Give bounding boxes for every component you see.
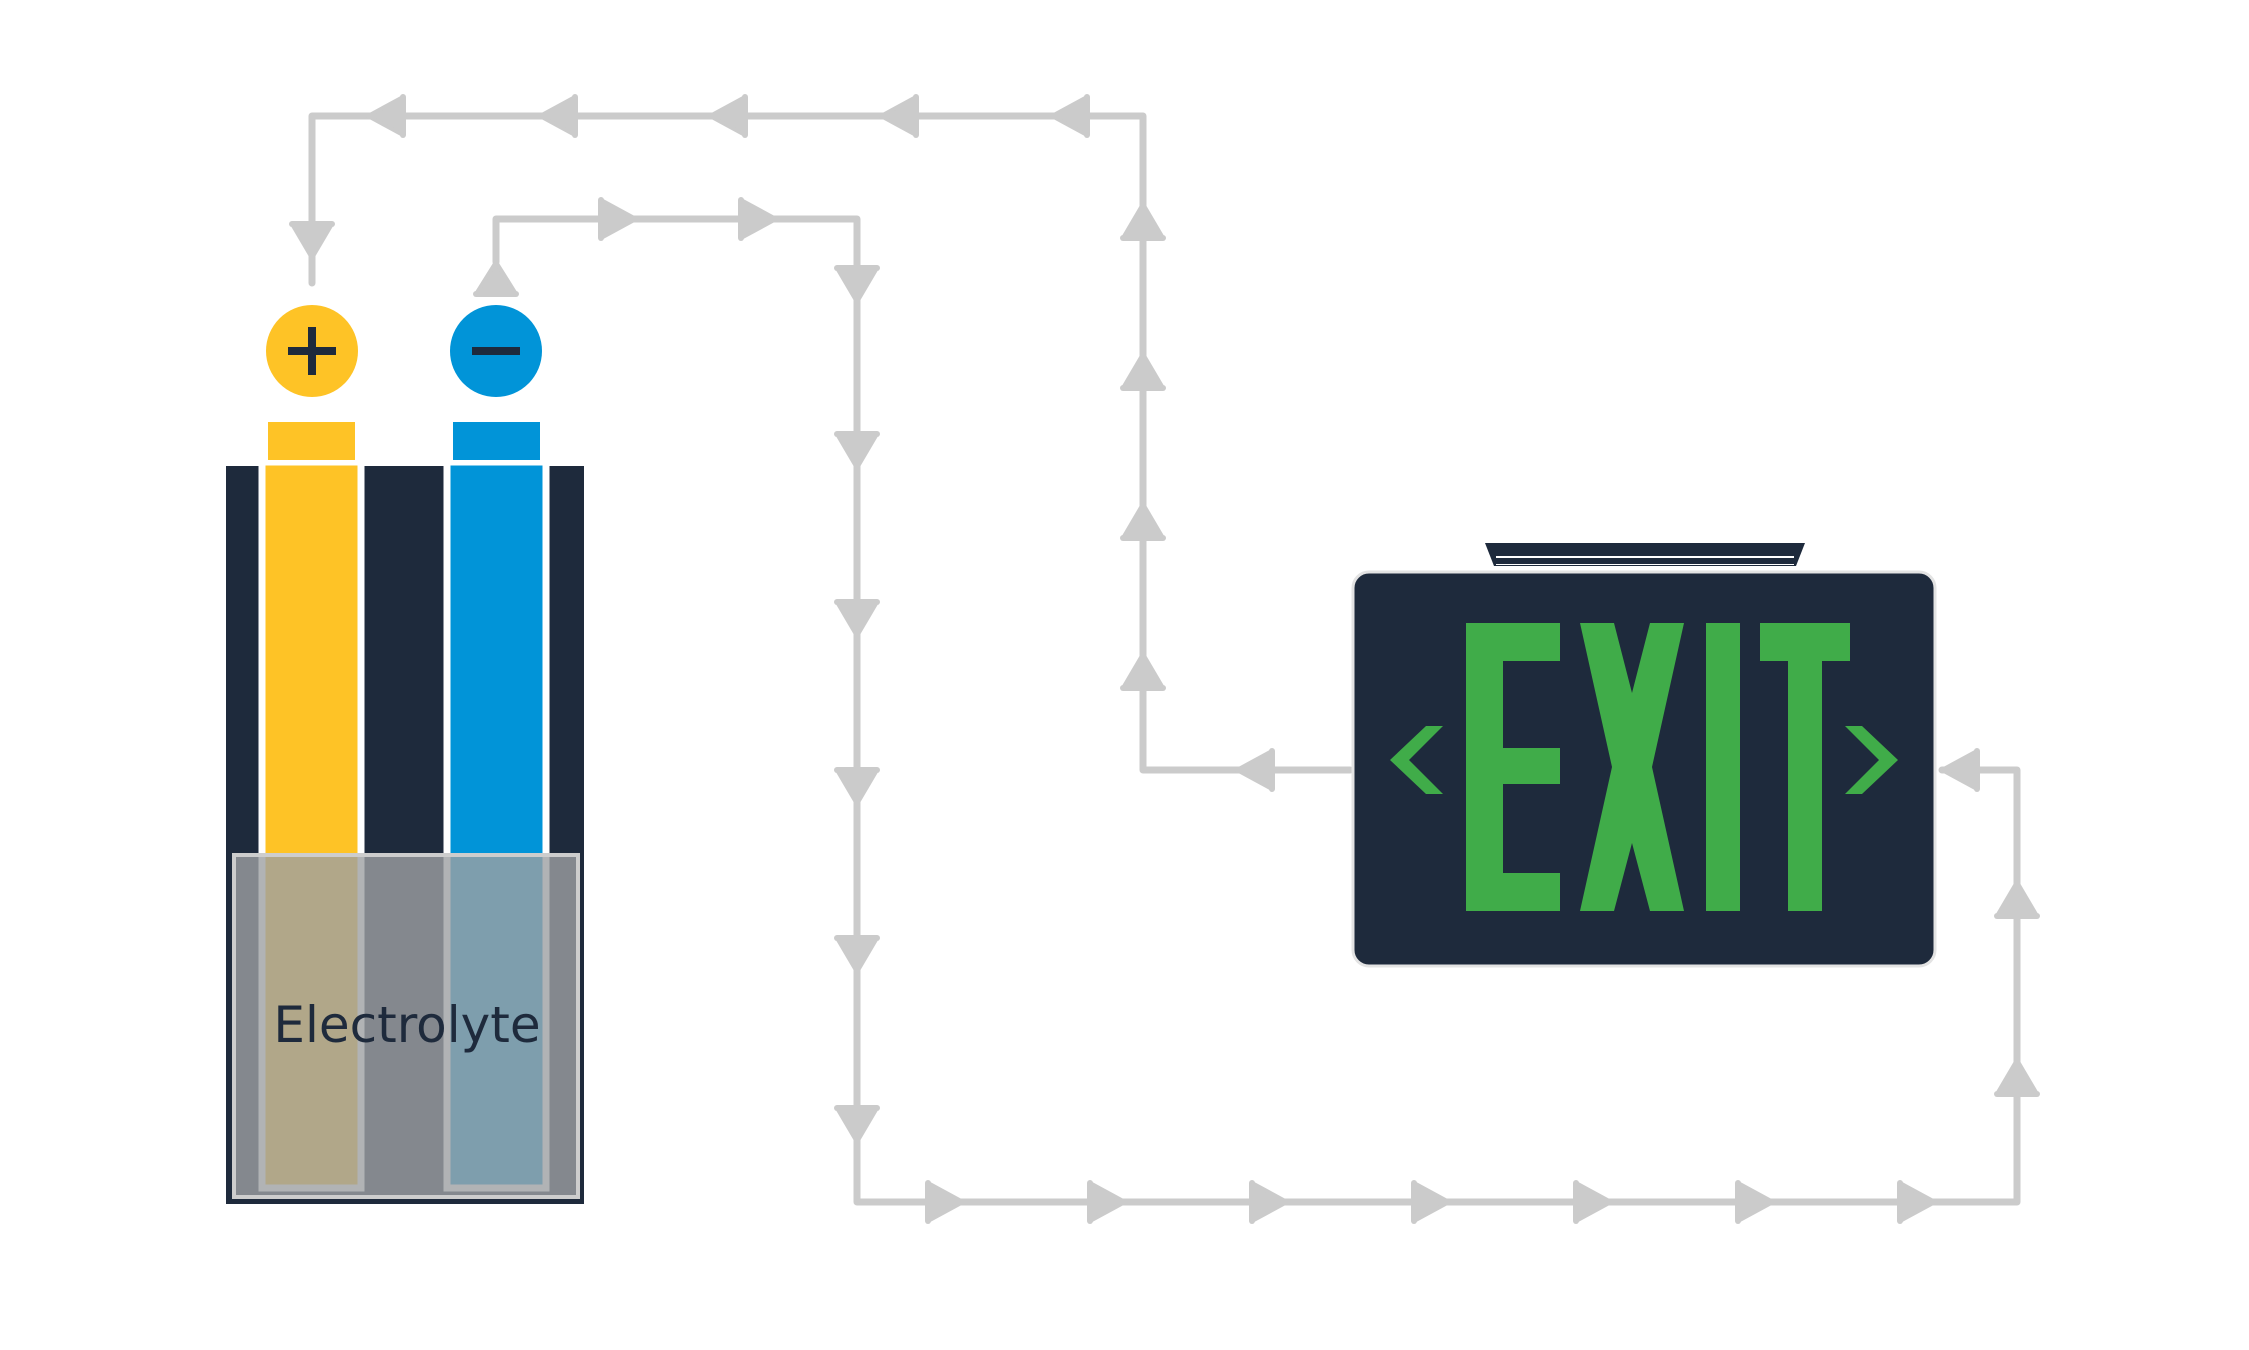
arrow-up-icon bbox=[473, 260, 519, 297]
electrolyte bbox=[232, 853, 580, 1199]
return-wire bbox=[308, 112, 1354, 774]
electrolyte-label: Electrolyte bbox=[273, 996, 540, 1054]
arrow-down-icon bbox=[834, 935, 880, 974]
arrow-right-icon bbox=[738, 197, 778, 241]
arrow-down-icon bbox=[834, 767, 880, 806]
arrow-up-icon bbox=[1120, 202, 1166, 241]
arrow-down-icon bbox=[834, 431, 880, 470]
exit-letter-e bbox=[1466, 623, 1560, 911]
current-flow-arrows bbox=[289, 94, 2040, 1224]
battery-cell: Electrolyte bbox=[226, 305, 584, 1204]
exit-sign bbox=[1351, 543, 1937, 968]
arrow-right-icon bbox=[1735, 1180, 1775, 1224]
arrow-left-icon bbox=[538, 94, 578, 138]
arrow-left-icon bbox=[1940, 748, 1980, 792]
arrow-down-icon bbox=[834, 265, 880, 304]
chevron-left-icon bbox=[1390, 726, 1443, 794]
arrow-right-icon bbox=[1897, 1180, 1937, 1224]
exit-letter-x bbox=[1580, 623, 1684, 911]
arrow-right-icon bbox=[1411, 1180, 1451, 1224]
arrow-right-icon bbox=[1087, 1180, 1127, 1224]
supply-wire bbox=[492, 215, 2021, 1206]
circuit-wires bbox=[289, 94, 2040, 1224]
exit-sign-mount-bar bbox=[1496, 558, 1794, 564]
arrow-left-icon bbox=[366, 94, 406, 138]
arrow-down-icon bbox=[834, 599, 880, 638]
exit-letter-i bbox=[1706, 623, 1740, 911]
arrow-left-icon bbox=[1050, 94, 1090, 138]
arrow-right-icon bbox=[598, 197, 638, 241]
arrow-left-icon bbox=[879, 94, 919, 138]
arrow-down-icon bbox=[834, 1105, 880, 1144]
arrow-up-icon bbox=[1994, 1058, 2040, 1097]
arrow-up-icon bbox=[1120, 352, 1166, 391]
arrow-right-icon bbox=[1573, 1180, 1613, 1224]
positive-terminal bbox=[266, 305, 358, 397]
arrow-down-icon bbox=[289, 221, 335, 260]
plus-icon bbox=[288, 327, 336, 375]
positive-electrode-cap bbox=[268, 422, 355, 460]
arrow-left-icon bbox=[1235, 748, 1275, 792]
arrow-up-icon bbox=[1120, 502, 1166, 541]
exit-letter-t bbox=[1760, 623, 1850, 911]
arrow-right-icon bbox=[925, 1180, 965, 1224]
arrow-up-icon bbox=[1994, 880, 2040, 919]
chevron-right-icon bbox=[1845, 726, 1898, 794]
negative-electrode-cap bbox=[453, 422, 540, 460]
arrow-right-icon bbox=[1249, 1180, 1289, 1224]
arrow-up-icon bbox=[1120, 652, 1166, 691]
negative-terminal bbox=[450, 305, 542, 397]
arrow-left-icon bbox=[708, 94, 748, 138]
minus-icon bbox=[472, 347, 520, 355]
